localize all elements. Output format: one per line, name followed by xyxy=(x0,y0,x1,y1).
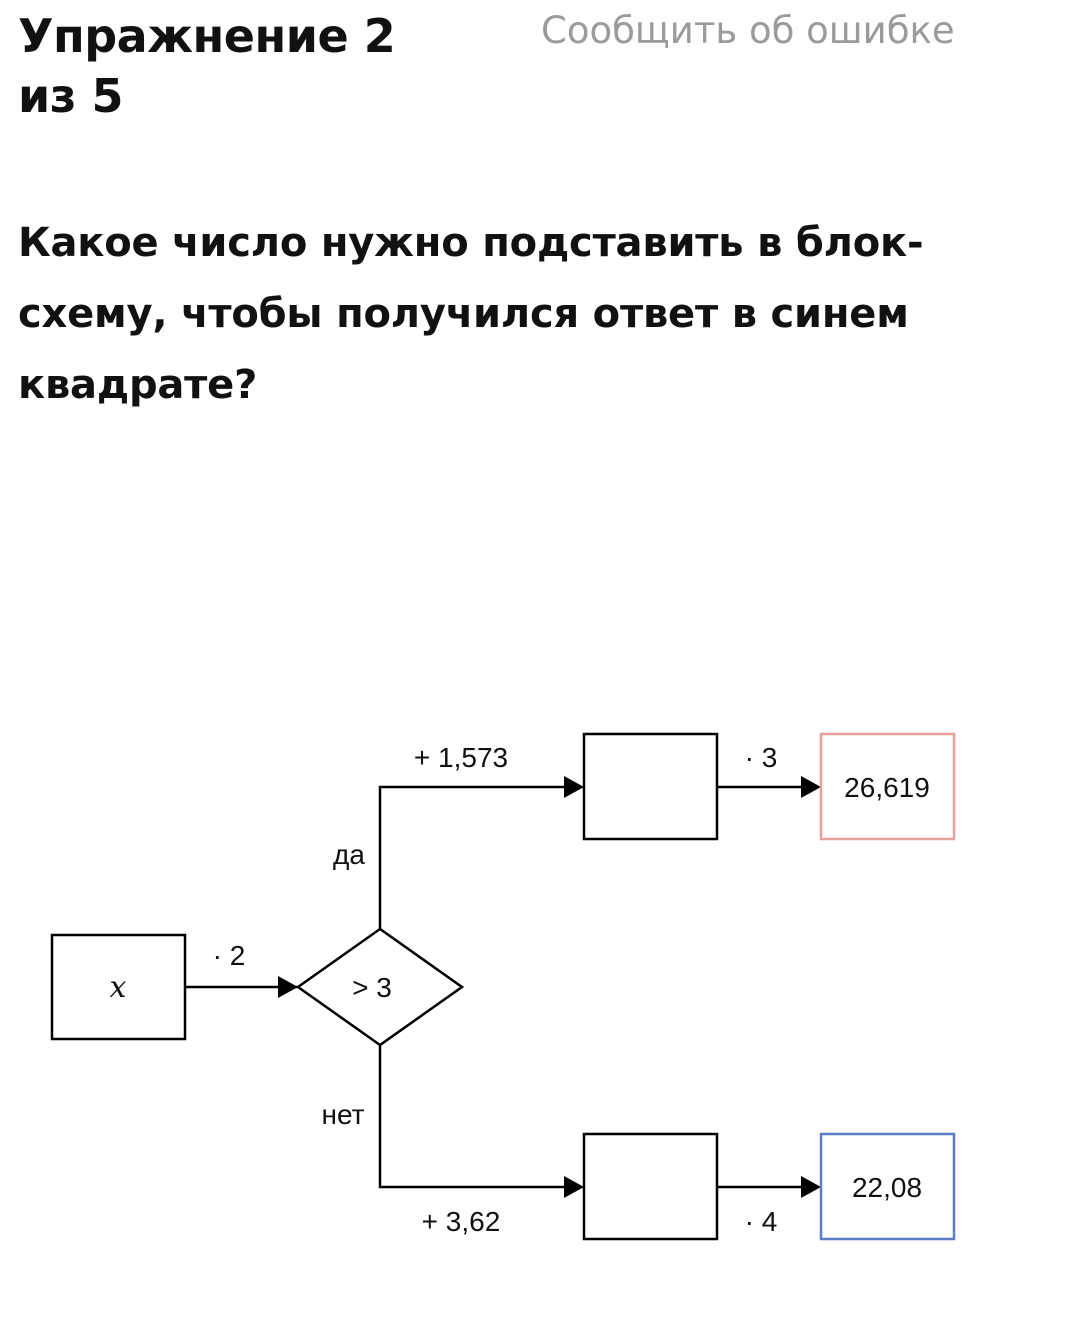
no-result-value: 22,08 xyxy=(852,1172,922,1203)
exercise-counter-line1: Упражнение 2 xyxy=(18,9,396,63)
no-label: нет xyxy=(322,1099,365,1130)
yes-multiplier-label: · 3 xyxy=(745,742,778,773)
yes-empty-box xyxy=(582,732,719,841)
input-variable: x xyxy=(110,970,127,1005)
arrowhead-to-condition xyxy=(278,976,298,998)
yes-label: да xyxy=(333,839,365,870)
no-multiplier-arrowhead xyxy=(801,1176,821,1198)
yes-branch-arrowhead xyxy=(564,776,584,798)
yes-result-box xyxy=(819,732,956,841)
report-error-link[interactable]: Сообщить об ошибке xyxy=(541,9,955,52)
yes-operation-label: + 1,573 xyxy=(414,742,508,773)
no-result-box xyxy=(819,1132,956,1241)
no-empty-box xyxy=(582,1132,719,1241)
exercise-counter: Упражнение 2 из 5 xyxy=(18,6,478,126)
no-branch-line xyxy=(378,1045,566,1189)
no-multiplier-label: · 4 xyxy=(745,1206,778,1237)
yes-branch-line xyxy=(378,785,566,929)
question-text: Какое число нужно подставить в блок-схем… xyxy=(18,220,924,408)
condition-label: > 3 xyxy=(352,972,392,1003)
yes-multiplier-arrowhead xyxy=(801,776,821,798)
yes-result-value: 26,619 xyxy=(844,772,930,803)
no-operation-label: + 3,62 xyxy=(422,1206,501,1237)
exercise-counter-line2: из 5 xyxy=(18,69,123,123)
first-operation-label: · 2 xyxy=(213,940,246,971)
no-branch-arrowhead xyxy=(564,1176,584,1198)
